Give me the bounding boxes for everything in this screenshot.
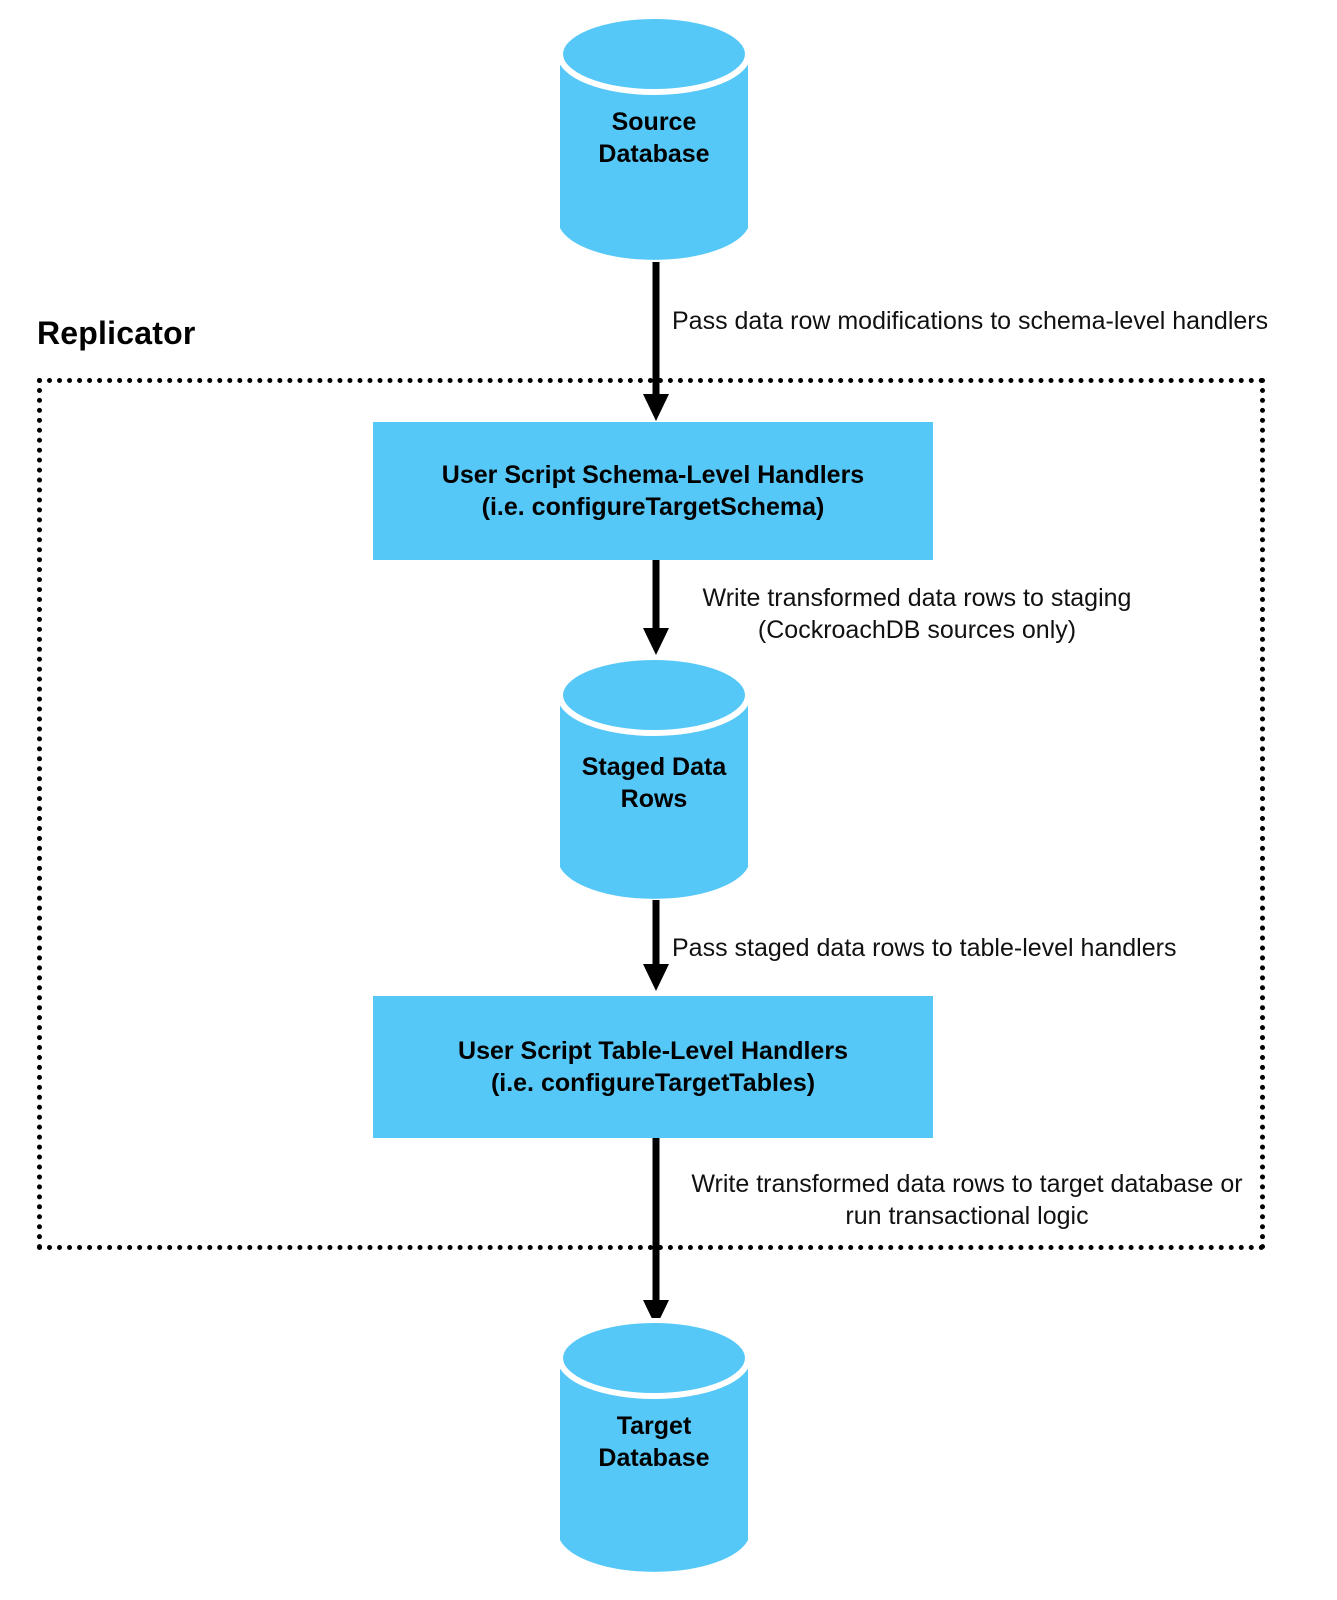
node-schema-handlers: User Script Schema-Level Handlers (i.e. … bbox=[373, 422, 933, 560]
node-staged-rows: Staged Data Rows bbox=[558, 655, 750, 907]
edge-schema-to-staged-label: Write transformed data rows to staging (… bbox=[702, 584, 1132, 644]
cylinder-shape bbox=[558, 1318, 750, 1572]
cylinder-shape bbox=[558, 655, 750, 899]
replicator-boundary bbox=[37, 378, 1265, 1250]
node-target-database-label: Target Database bbox=[598, 1412, 710, 1472]
edge-table-to-target-arrow bbox=[640, 1138, 672, 1328]
node-staged-rows-label: Staged Data Rows bbox=[581, 753, 727, 813]
edge-staged-to-table-label: Pass staged data rows to table-level han… bbox=[672, 934, 1177, 962]
node-source-database-label: Source Database bbox=[598, 108, 710, 168]
replicator-title: Replicator bbox=[37, 315, 196, 351]
edge-source-to-schema-arrow bbox=[640, 262, 672, 422]
edge-source-to-schema-label: Pass data row modifications to schema-le… bbox=[672, 307, 1269, 335]
node-target-database: Target Database bbox=[558, 1318, 750, 1580]
edge-schema-to-staged-arrow bbox=[640, 560, 672, 656]
node-source-database: Source Database bbox=[558, 14, 750, 268]
node-table-handlers: User Script Table-Level Handlers (i.e. c… bbox=[373, 996, 933, 1138]
node-table-handlers-label: User Script Table-Level Handlers (i.e. c… bbox=[458, 1036, 848, 1098]
cylinder-shape bbox=[558, 14, 750, 260]
edge-table-to-target-label: Write transformed data rows to target da… bbox=[691, 1170, 1243, 1230]
edge-staged-to-table-arrow bbox=[640, 900, 672, 992]
node-schema-handlers-label: User Script Schema-Level Handlers (i.e. … bbox=[441, 460, 865, 522]
